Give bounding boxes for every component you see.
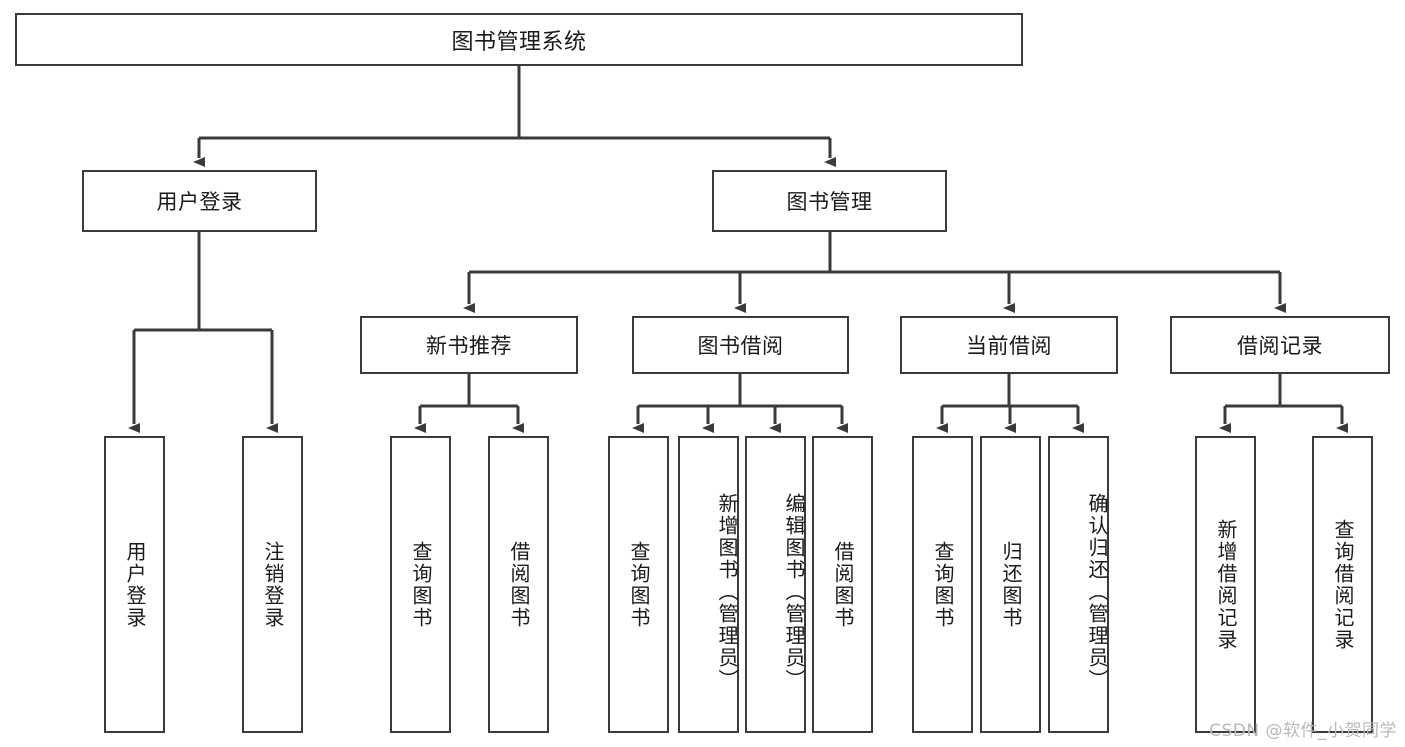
leaf-borrow-record-add-record[interactable]: 新增借阅记录 — [1195, 436, 1256, 733]
node-label: 借阅记录 — [1237, 334, 1323, 358]
node-root-library-system[interactable]: 图书管理系统 — [15, 13, 1023, 66]
leaf-user-login-logout[interactable]: 注销登录 — [242, 436, 303, 733]
node-label: 用户登录 — [156, 190, 243, 214]
node-book-borrow[interactable]: 图书借阅 — [632, 316, 849, 374]
leaf-new-book-query-book[interactable]: 查询图书 — [390, 436, 451, 733]
node-label: 借阅图书 — [831, 540, 855, 629]
node-label: 图书管理系统 — [451, 29, 587, 55]
leaf-current-borrow-query-book[interactable]: 查询图书 — [912, 436, 973, 733]
node-label: 查询图书 — [627, 540, 651, 629]
node-new-book-recommend[interactable]: 新书推荐 — [360, 316, 578, 374]
node-label: 当前借阅 — [966, 334, 1052, 358]
node-label: 确认归还（管理员） — [1085, 492, 1109, 691]
node-label: 查询图书 — [931, 540, 955, 629]
node-label: 编辑图书（管理员） — [782, 492, 806, 691]
node-label: 新增借阅记录 — [1214, 518, 1238, 651]
node-label: 新书推荐 — [426, 334, 512, 358]
node-label: 查询借阅记录 — [1331, 518, 1355, 651]
node-label: 新增图书（管理员） — [715, 492, 739, 691]
node-label: 用户登录 — [123, 540, 147, 629]
leaf-borrow-record-query-record[interactable]: 查询借阅记录 — [1312, 436, 1373, 733]
node-label: 图书借阅 — [697, 334, 784, 358]
node-user-login[interactable]: 用户登录 — [82, 170, 317, 232]
node-borrow-record[interactable]: 借阅记录 — [1170, 316, 1390, 374]
node-label: 图书管理 — [786, 190, 873, 214]
leaf-book-borrow-query-book[interactable]: 查询图书 — [608, 436, 669, 733]
leaf-new-book-borrow-book[interactable]: 借阅图书 — [488, 436, 549, 733]
node-book-management[interactable]: 图书管理 — [712, 170, 947, 232]
node-label: 注销登录 — [261, 540, 285, 629]
node-label: 查询图书 — [409, 540, 433, 629]
node-label: 归还图书 — [999, 540, 1023, 629]
leaf-book-borrow-borrow-book[interactable]: 借阅图书 — [812, 436, 873, 733]
watermark-credit: CSDN @软件_小贺同学 — [1209, 721, 1397, 741]
leaf-user-login-login[interactable]: 用户登录 — [104, 436, 165, 733]
leaf-current-borrow-return-book[interactable]: 归还图书 — [980, 436, 1041, 733]
node-label: 借阅图书 — [507, 540, 531, 629]
leaf-book-borrow-edit-book-admin[interactable]: 编辑图书（管理员） — [745, 436, 806, 733]
leaf-current-borrow-confirm-return-admin[interactable]: 确认归还（管理员） — [1048, 436, 1109, 733]
node-current-borrow[interactable]: 当前借阅 — [900, 316, 1118, 374]
leaf-book-borrow-add-book-admin[interactable]: 新增图书（管理员） — [678, 436, 739, 733]
